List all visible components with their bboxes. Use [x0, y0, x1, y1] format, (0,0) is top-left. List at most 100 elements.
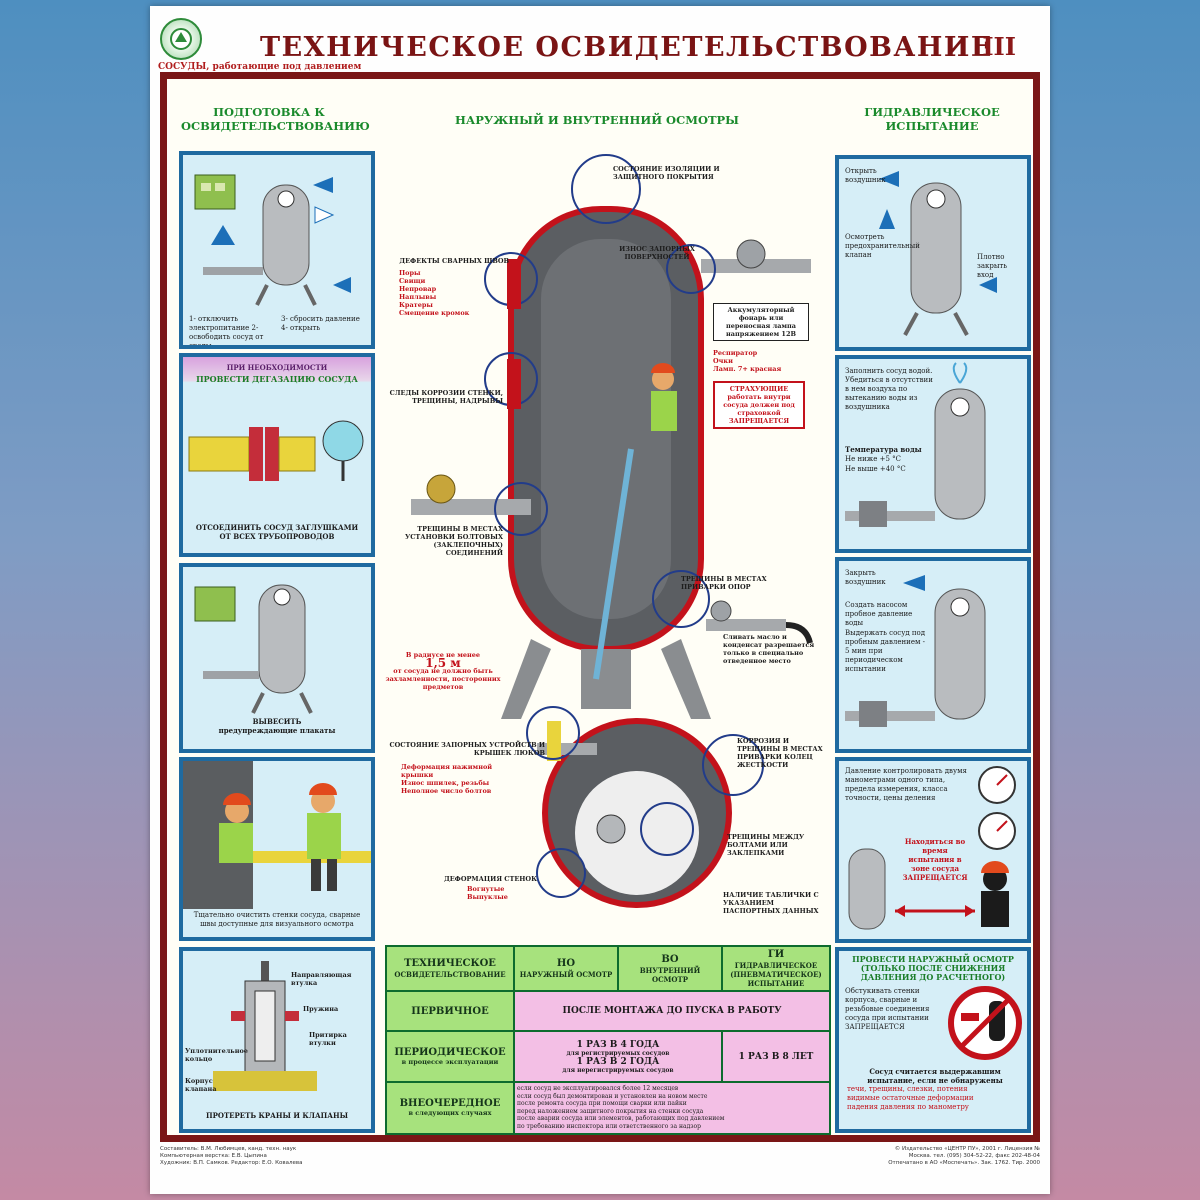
equipment-item: Ламп. 7+ красная — [713, 365, 782, 373]
column-heading-hydraulic: ГИДРАВЛИЧЕСКОЕ ИСПЫТАНИЕ — [864, 105, 1000, 133]
header-small: НАРУЖНЫЙ ОСМОТР — [519, 970, 613, 980]
column-heading-preparation: ПОДГОТОВКА К ОСВИДЕТЕЛЬСТВОВАНИЮ — [181, 105, 370, 133]
deformation-item: Вогнутые — [467, 885, 505, 893]
equipment-item: Очки — [713, 357, 733, 365]
periodic-schedule-gi: 1 РАЗ В 8 ЛЕТ — [721, 1030, 831, 1083]
degassing-note: ПРИ НЕОБХОДИМОСТИ — [226, 363, 328, 372]
deformation-list: Вогнутые Выпуклые — [467, 885, 537, 901]
panel-hydraulic-5: ПРОВЕСТИ НАРУЖНЫЙ ОСМОТР (ТОЛЬКО ПОСЛЕ С… — [835, 947, 1031, 1133]
weld-defect-item: Свищи — [399, 277, 426, 285]
poster-subtitle: СОСУДЫ, работающие под давлением — [158, 62, 362, 72]
schedule-note: для регистрируемых сосудов — [566, 1049, 670, 1057]
poster-frame: ПОДГОТОВКА К ОСВИДЕТЕЛЬСТВОВАНИЮ НАРУЖНЫ… — [160, 72, 1040, 1142]
panel-hydraulic-2: Заполнить сосуд водой. Убедиться в отсут… — [835, 355, 1031, 553]
panel-preparation-2: ПРИ НЕОБХОДИМОСТИ ПРОВЕСТИ ДЕГАЗАЦИЮ СОС… — [179, 353, 375, 557]
panel-preparation-5: Направляющая втулка Пружина Притирка вту… — [179, 947, 375, 1133]
label-cracks-flange: ТРЕЩИНЫ В МЕСТАХ УСТАНОВКИ БОЛТОВЫХ (ЗАК… — [404, 525, 503, 557]
disconnect-caption: ОТСОЕДИНИТЬ СОСУД ЗАГЛУШКАМИ ОТ ВСЕХ ТРУ… — [195, 523, 359, 541]
case-item: если сосуд не эксплуатировался более 12 … — [517, 1085, 679, 1093]
valve-label-lapping: Притирка втулки — [309, 1031, 347, 1047]
hydraulic-vessel-illustration-2 — [845, 362, 986, 527]
weld-defect-item: Кратеры — [399, 301, 433, 309]
weld-defect-list: Поры Свищи Непровар Наплывы Кратеры Смещ… — [399, 269, 499, 317]
cleaning-workers-illustration — [183, 761, 371, 909]
schedule-value: 1 РАЗ В 2 ГОДА — [576, 1056, 660, 1067]
column-heading-inspection: НАРУЖНЫЙ И ВНУТРЕННИЙ ОСМОТРЫ — [454, 113, 740, 127]
radius-note: В радиусе не менее 1,5 м от сосуда не до… — [385, 651, 501, 691]
label-stiffness-rings: КОРРОЗИЯ И ТРЕЩИНЫ В МЕСТАХ ПРИВАРКИ КОЛ… — [737, 737, 823, 769]
weld-defect-item: Непровар — [399, 285, 437, 293]
label-corrosion: СЛЕДЫ КОРРОЗИИ СТЕНКИ, ТРЕЩИНЫ, НАДРЫВЫ — [389, 389, 503, 405]
radius-value: 1,5 м — [425, 656, 461, 670]
label-weld-defects: ДЕФЕКТЫ СВАРНЫХ ШВОВ — [399, 257, 509, 265]
header-big: ГИ — [767, 949, 785, 961]
panel-preparation-4: Тщательно очистить стенки сосуда, сварны… — [179, 757, 375, 941]
poster-title: ТЕХНИЧЕСКОЕ ОСВИДЕТЕЛЬСТВОВАНИЕ — [260, 32, 994, 63]
blind-flange-illustration — [188, 420, 364, 481]
row-head-subtext: в следующих случаях — [408, 1109, 492, 1118]
no-knocking-sign-icon — [948, 986, 1022, 1060]
weld-defect-item: Смещение кромок — [399, 309, 470, 317]
label-nameplate: НАЛИЧИЕ ТАБЛИЧКИ С УКАЗАНИЕМ ПАСПОРТНЫХ … — [723, 891, 819, 915]
extraordinary-cases: если сосуд не эксплуатировался более 12 … — [513, 1080, 831, 1136]
header-small: ВНУТРЕННИЙ ОСМОТР — [639, 965, 701, 984]
drain-note: Сливать масло и конденсат разрешается то… — [723, 633, 815, 665]
primary-schedule: ПОСЛЕ МОНТАЖА ДО ПУСКА В РАБОТУ — [513, 990, 831, 1033]
locking-issue-list: Деформация нажимной крышки Износ шпилек,… — [401, 763, 521, 795]
panel-hydraulic-4: Давление контролировать двумя манометрам… — [835, 757, 1031, 943]
vessel-disconnect-illustration — [194, 174, 351, 306]
hydraulic-fill-water: Заполнить сосуд водой. Убедиться в отсут… — [845, 367, 933, 411]
publisher-logo — [160, 18, 202, 60]
vessel-inspection-illustration — [411, 154, 813, 719]
label-cracks-weld: ТРЕЩИНЫ В МЕСТАХ ПРИВАРКИ ОПОР — [681, 575, 767, 591]
header-small: ОСВИДЕТЕЛЬСТВОВАНИЕ — [394, 970, 506, 980]
valve-section-illustration — [213, 961, 317, 1091]
valve-label-spring: Пружина — [303, 1005, 339, 1013]
table-row: ПЕРВИЧНОЕ ПОСЛЕ МОНТАЖА ДО ПУСКА В РАБОТ… — [385, 990, 831, 1033]
hydraulic-step-inspect-valve: Осмотреть предохранительный клапан — [845, 233, 920, 259]
locking-issue-item: Износ шпилек, резьбы — [401, 779, 490, 787]
weld-defect-item: Поры — [399, 269, 421, 277]
label-bolt-cracks: ТРЕЩИНЫ МЕЖДУ БОЛТАМИ ИЛИ ЗАКЛЕПКАМИ — [727, 833, 805, 857]
safety-poster: ТЕХНИЧЕСКОЕ ОСВИДЕТЕЛЬСТВОВАНИЕ III СОСУ… — [150, 6, 1050, 1194]
row-head-subtext: в процессе эксплуатации — [401, 1058, 499, 1067]
case-item: после аварии сосуда или элементов, работ… — [517, 1115, 725, 1123]
valve-label-seal: Уплотнительное кольцо — [185, 1047, 248, 1063]
cleaning-caption: Тщательно очистить стенки сосуда, сварны… — [193, 911, 361, 928]
label-deformation: ДЕФОРМАЦИЯ СТЕНОК — [443, 875, 537, 883]
schedule-value: 1 РАЗ В 4 ГОДА — [576, 1039, 660, 1050]
hydraulic-step-open-vent: Открыть воздушник — [845, 167, 886, 184]
label-insulation: СОСТОЯНИЕ ИЗОЛЯЦИИ И ЗАЩИТНОГО ПОКРЫТИЯ — [613, 165, 720, 181]
test-pass-item: видимые остаточные деформации — [847, 1094, 974, 1102]
vessel-signs-illustration — [194, 584, 313, 714]
locking-issue-item: Неполное число болтов — [401, 787, 492, 795]
panel-preparation-1: 1- отключить электропитание 2- освободит… — [179, 151, 375, 349]
hydraulic-vessel-illustration-3 — [845, 575, 986, 727]
weld-defect-item: Наплывы — [399, 293, 437, 301]
equipment-list: Респиратор Очки Ламп. 7+ красная — [713, 349, 809, 373]
credits-right: © Издательство «ЦЕНТР ПУ», 2001 г. Лицен… — [888, 1146, 1040, 1166]
radius-note-line: В радиусе не менее — [405, 651, 481, 659]
panel-hydraulic-3: Закрыть воздушник Создать насосом пробно… — [835, 557, 1031, 753]
preparation-step-text-2: 3- сбросить давление 4- открыть — [281, 315, 360, 332]
schedule-note: для нерегистрируемых сосудов — [562, 1066, 674, 1074]
water-temp-max: Не выше +40 °С — [845, 465, 906, 473]
test-pass-list: течи, трещины, слезки, потения видимые о… — [847, 1085, 1023, 1112]
signs-caption: ВЫВЕСИТЬ предупреждающие плакаты — [218, 717, 336, 735]
periodic-schedule-no-vo: 1 РАЗ В 4 ГОДА для регистрируемых сосудо… — [513, 1030, 723, 1083]
test-pass-criteria: Сосуд считается выдержавшим испытание, е… — [867, 1067, 1003, 1085]
hydraulic-hold-pressure: Выдержать сосуд под пробным давлением - … — [845, 629, 926, 673]
water-temp-title: Температура воды — [845, 445, 922, 454]
preparation-step-text-1: 1- отключить электропитание 2- освободит… — [189, 315, 264, 349]
test-pass-item: падения давления по манометру — [847, 1103, 969, 1111]
case-item: после ремонта сосуда при помощи сварки и… — [517, 1100, 687, 1108]
case-item: перед наложением защитного покрытия на с… — [517, 1107, 704, 1115]
header-big: НО — [556, 958, 576, 970]
test-zone-warning: Находиться во время испытания в зоне сос… — [902, 837, 968, 882]
